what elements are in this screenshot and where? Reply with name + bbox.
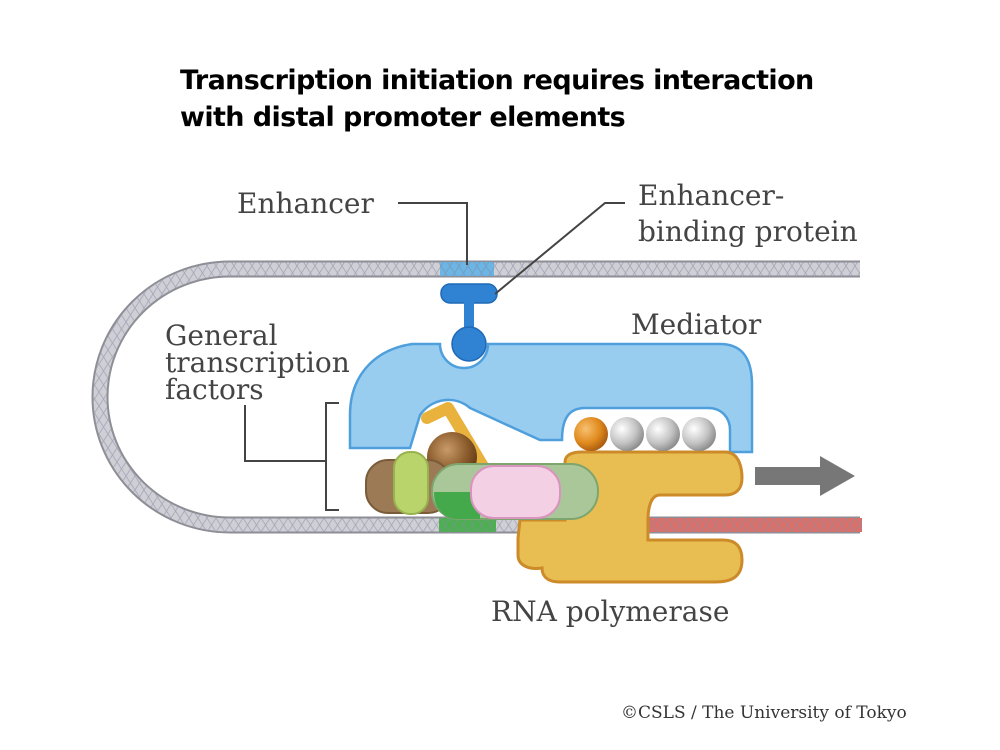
pink-factor [470, 465, 561, 519]
label-enhancer-binding-protein-1: Enhancer- [638, 179, 784, 212]
enhancer-binding-protein [440, 283, 498, 362]
orange-ball [574, 417, 608, 451]
label-mediator: Mediator [631, 308, 762, 341]
mediator [348, 342, 754, 454]
label-enhancer-binding-protein-2: binding protein [638, 215, 858, 248]
credit: ©CSLS / The University of Tokyo [621, 703, 907, 723]
page-title: Transcription initiation requires intera… [180, 62, 820, 136]
label-rna-polymerase: RNA polymerase [491, 595, 729, 628]
dna-strand [91, 260, 860, 534]
title-line-1: Transcription initiation requires intera… [180, 65, 814, 96]
enhancer-leader-line [398, 202, 468, 265]
label-general-tf-3: factors [165, 373, 264, 406]
enhancer-binding-protein-leader-line [494, 202, 625, 295]
title-line-2: with distal promoter elements [180, 102, 626, 133]
label-general-tf-1: General [165, 319, 278, 352]
label-general-tf-2: transcription [165, 346, 350, 379]
grey-ball-2 [646, 417, 680, 451]
grey-ball-1 [610, 417, 644, 451]
lime-factor [393, 451, 429, 515]
transcription-direction-arrow [755, 456, 855, 496]
general-tf-bracket [244, 402, 339, 511]
label-enhancer: Enhancer [237, 187, 374, 220]
grey-ball-3 [682, 417, 716, 451]
